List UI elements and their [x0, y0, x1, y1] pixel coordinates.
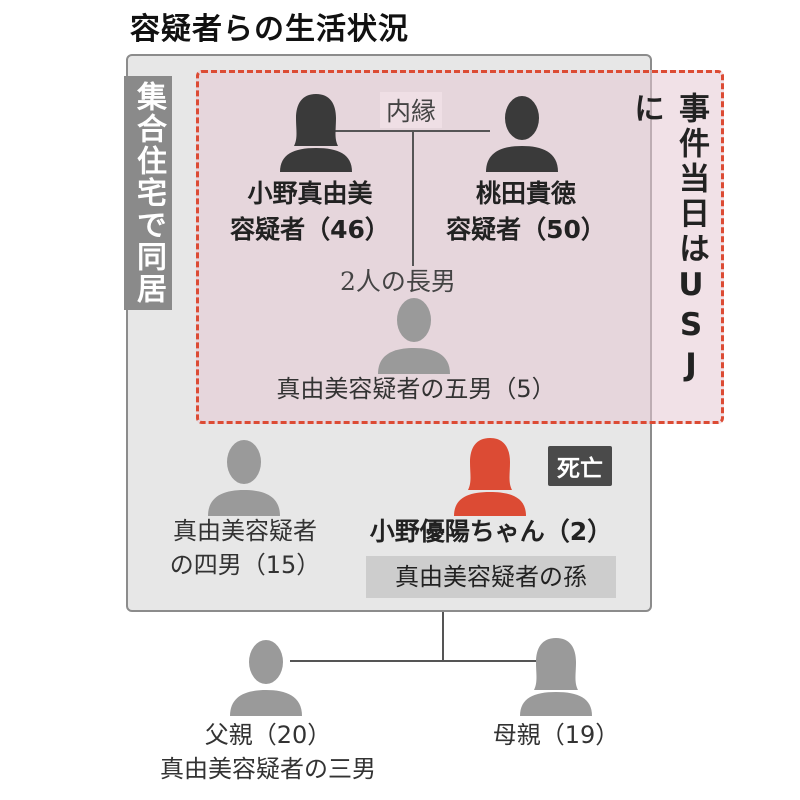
- father-suspect-name: 桃田貴徳 容疑者（50）: [426, 176, 626, 248]
- usj-label: 事件当日はUSJに: [628, 92, 709, 387]
- fourth-son-line2: の四男（15）: [169, 551, 321, 579]
- female-silhouette-icon: [520, 638, 592, 716]
- male-silhouette-icon: [230, 640, 302, 716]
- victim-name: 小野優陽ちゃん（2）: [369, 517, 613, 546]
- shared-housing-label: 集合住宅で同居: [124, 76, 172, 310]
- father-line1: 父親（20）: [204, 721, 332, 749]
- fourth-son-name: 真由美容疑者 の四男（15）: [140, 514, 350, 582]
- diagram-title: 容疑者らの生活状況: [130, 12, 409, 47]
- mother-suspect-name: 小野真由美 容疑者（46）: [210, 176, 410, 248]
- male-silhouette-icon: [378, 298, 450, 374]
- father-suspect-line2: 容疑者（50）: [446, 215, 606, 244]
- male-silhouette-icon: [486, 96, 558, 172]
- female-silhouette-icon: [454, 438, 526, 516]
- mother-name: 母親（19）: [492, 721, 620, 749]
- father-suspect-line1: 桃田貴徳: [475, 179, 576, 208]
- usj-group-box: [196, 70, 724, 424]
- fifth-son-name: 真由美容疑者の五男（5）: [276, 375, 556, 403]
- father-line2: 真由美容疑者の三男: [160, 755, 376, 783]
- victim-relation: 真由美容疑者の孫: [395, 563, 587, 591]
- father-name: 父親（20） 真由美容疑者の三男: [130, 718, 406, 786]
- female-silhouette-icon: [280, 94, 352, 172]
- parents-horizontal-line: [290, 660, 550, 662]
- eldest-son-label: 2人の長男: [340, 267, 456, 296]
- mother-suspect-line1: 小野真由美: [247, 179, 373, 208]
- deceased-badge: 死亡: [548, 446, 612, 486]
- fourth-son-line1: 真由美容疑者: [173, 517, 317, 545]
- partner-connector-line: [324, 130, 490, 132]
- child-connector-line: [412, 130, 414, 266]
- male-silhouette-icon: [208, 440, 280, 516]
- common-law-label: 内縁: [380, 92, 443, 128]
- mother-suspect-line2: 容疑者（46）: [230, 215, 390, 244]
- parents-vertical-line: [442, 612, 444, 662]
- grandchild-highlight: [366, 556, 616, 598]
